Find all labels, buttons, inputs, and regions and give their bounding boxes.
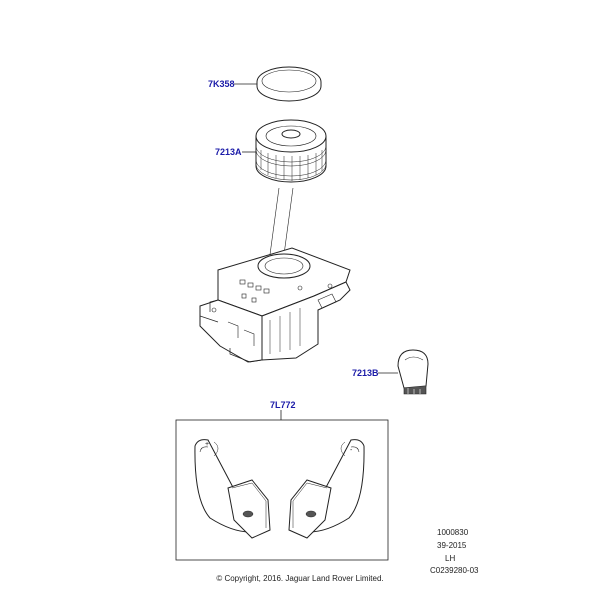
info-line-4: C0239280-03 — [430, 566, 479, 575]
shift-knob-icon — [397, 349, 429, 395]
svg-text:+: + — [205, 441, 209, 448]
paddle-shifter-icon: - — [288, 439, 365, 539]
explode-line-1 — [268, 187, 280, 263]
callout-shift-knob[interactable]: 7213B — [352, 368, 379, 378]
info-line-1: 1000830 — [437, 528, 469, 537]
copyright-notice: © Copyright, 2016. Jaguar Land Rover Lim… — [216, 574, 384, 583]
callout-paddles[interactable]: 7L772 — [270, 400, 296, 410]
paddles-box — [175, 419, 389, 561]
svg-text:-: - — [350, 447, 353, 454]
selector-housing-icon — [199, 247, 351, 363]
cover-disc-icon — [256, 66, 322, 102]
paddle-shifter-icon: + — [194, 439, 271, 539]
info-line-2: 39-2015 — [437, 541, 467, 550]
callout-cover[interactable]: 7K358 — [208, 79, 235, 89]
info-line-3: LH — [445, 554, 456, 563]
callout-knob[interactable]: 7213A — [215, 147, 242, 157]
rotary-knob-icon — [255, 119, 327, 183]
